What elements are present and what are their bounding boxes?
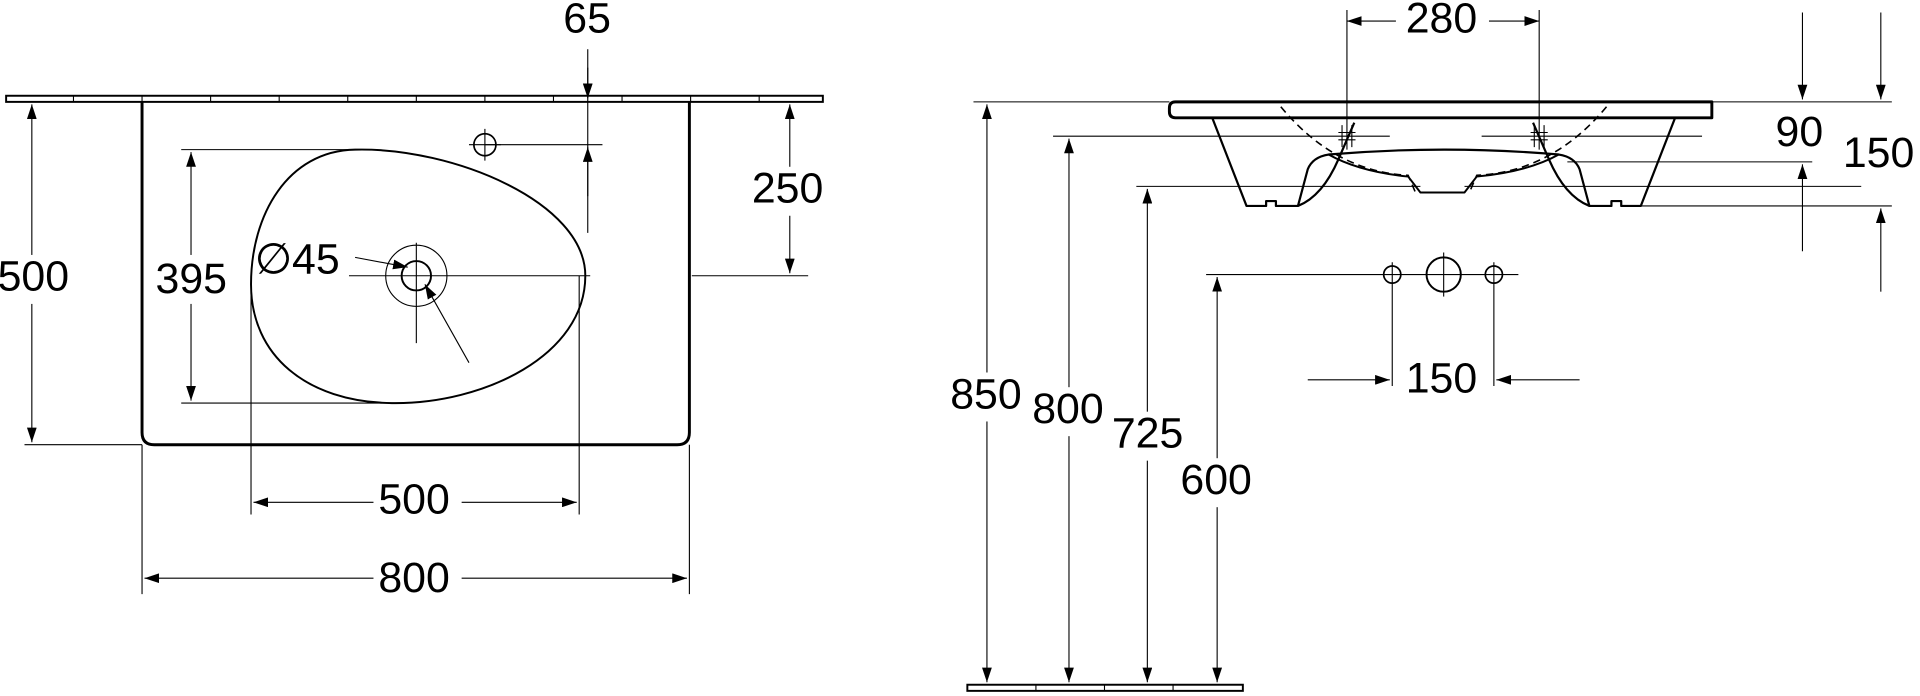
- slab-thickness-label: 90: [1776, 108, 1824, 156]
- wall-strip: [5, 94, 824, 103]
- depth-label: 500: [0, 253, 69, 301]
- fixing-spacing-label: 280: [1406, 0, 1477, 42]
- waste-spacing-label: 150: [1406, 354, 1477, 402]
- drain: [348, 242, 591, 363]
- floor-strip: [966, 683, 1244, 692]
- total-thickness-label: 150: [1843, 129, 1914, 177]
- width-label: 800: [378, 554, 449, 602]
- height-725-label: 725: [1112, 409, 1183, 457]
- bowl-width-label: 500: [378, 476, 449, 524]
- basin-slab: [1167, 100, 1714, 120]
- drain-offset-label: 250: [752, 165, 823, 213]
- plan-view: 500 395 250 65 ∅45 500 800: [0, 0, 833, 603]
- tap-hole: [468, 128, 603, 161]
- height-850-label: 850: [950, 370, 1021, 418]
- height-800-label: 800: [1032, 385, 1103, 433]
- basin-outline: [140, 101, 691, 447]
- side-view: 280 90 150 850 800 725 600 150: [950, 0, 1914, 692]
- height-600-label: 600: [1180, 456, 1251, 504]
- waste-holes: [1382, 252, 1504, 297]
- basin-body: [1211, 117, 1677, 208]
- bowl-outline: [250, 148, 587, 405]
- bowl-depth-label: 395: [156, 255, 227, 303]
- drain-diameter-label: ∅45: [255, 236, 340, 284]
- tap-offset-label: 65: [563, 0, 611, 42]
